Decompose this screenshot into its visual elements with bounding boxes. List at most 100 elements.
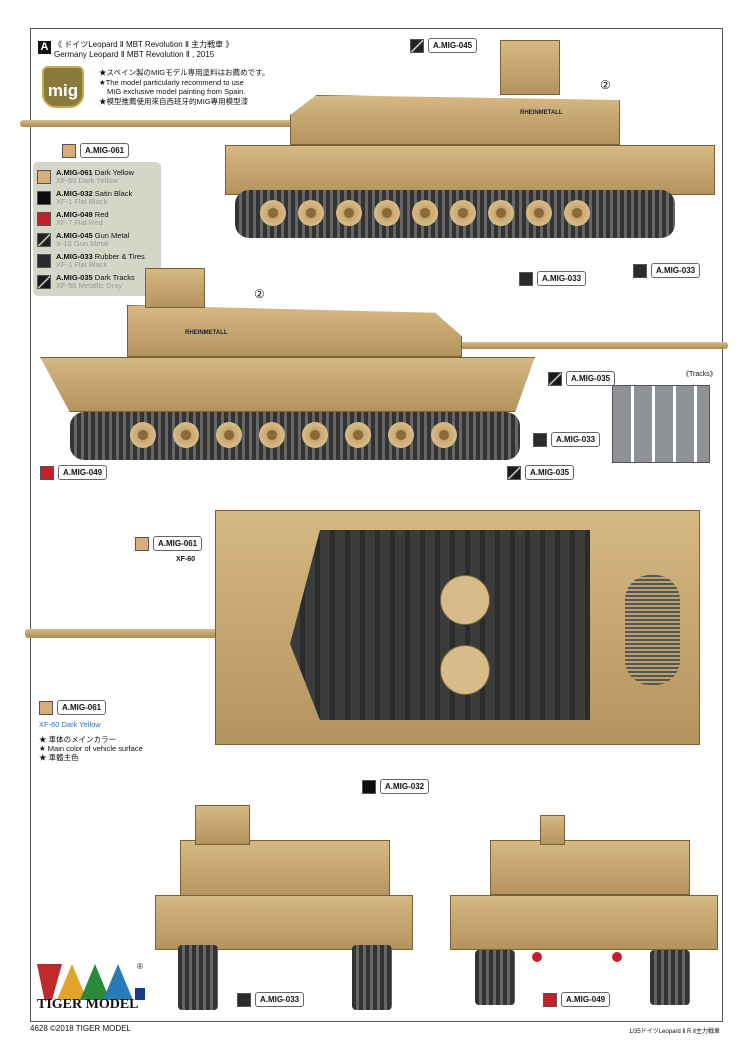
main-color-note: XF-60 Dark Yellow ★ 車体のメインカラー ★ Main col… xyxy=(39,720,143,762)
color-swatch xyxy=(37,169,51,184)
paint-callout: A.MIG-049 xyxy=(543,992,611,1007)
color-swatch xyxy=(37,274,51,289)
paint-equivalent: XF-60 Dark Yellow xyxy=(56,175,118,185)
road-wheel xyxy=(173,422,199,448)
callout-label: A.MIG-033 xyxy=(651,263,701,278)
paint-code: A.MIG-045 xyxy=(56,230,93,240)
road-wheel xyxy=(374,200,400,226)
road-wheel xyxy=(130,422,156,448)
front-view-hull xyxy=(180,840,390,900)
callout-label: A.MIG-033 xyxy=(551,432,601,447)
track xyxy=(352,945,392,1010)
callout-label: A.MIG-033 xyxy=(537,271,587,286)
color-swatch xyxy=(62,143,76,158)
paint-code: A.MIG-035 xyxy=(56,272,93,282)
road-wheel xyxy=(388,422,414,448)
callout-label: A.MIG-061 xyxy=(80,143,130,158)
paint-callout: A.MIG-061 xyxy=(62,143,130,158)
callout-label: A.MIG-035 xyxy=(525,465,575,480)
paint-callout: A.MIG-033 xyxy=(237,992,305,1007)
page-title: 《 ドイツLeopard Ⅱ MBT Revolution Ⅱ 主力戦車 》 G… xyxy=(54,40,233,60)
road-wheel xyxy=(564,200,590,226)
color-swatch xyxy=(533,432,547,447)
title-en: Germany Leopard Ⅱ MBT Revolution Ⅱ , 201… xyxy=(54,50,215,59)
color-swatch xyxy=(37,253,51,268)
mig-logo: mig xyxy=(42,66,84,108)
decal: RHEINMETALL xyxy=(520,110,563,116)
gun-barrel xyxy=(20,120,310,127)
note-line: ★ 車体のメインカラー xyxy=(39,735,117,744)
paint-equivalent: XF-7 Flat Red xyxy=(56,217,103,227)
paint-equivalent: X-10 Gun Metal xyxy=(56,238,109,248)
tracks-label: 《Tracks》 xyxy=(682,371,717,378)
tiger-model-logo xyxy=(37,964,147,1006)
color-swatch xyxy=(410,38,424,53)
sight-module xyxy=(145,268,205,308)
color-swatch xyxy=(39,700,53,715)
road-wheel xyxy=(298,200,324,226)
paint-code: A.MIG-061 xyxy=(56,167,93,177)
registered-mark: ® xyxy=(137,962,143,971)
marker-2: ② xyxy=(600,78,611,92)
footer-right: 1/35ドイツLeopard Ⅱ R Ⅱ主力戦車 xyxy=(629,1029,720,1035)
sight-module xyxy=(500,40,560,95)
footer-left: 4628 ©2018 TIGER MODEL xyxy=(30,1024,131,1033)
callout-label: A.MIG-035 xyxy=(566,371,616,386)
paint-callout: A.MIG-045 xyxy=(410,38,478,53)
page-frame xyxy=(30,28,723,1022)
recommendation-text: ★スペイン製のMIGモデル専用塗料はお薦めです。 ★The model part… xyxy=(99,68,269,106)
color-swatch xyxy=(40,465,54,480)
rec-line: ★スペイン製のMIGモデル専用塗料はお薦めです。 xyxy=(99,68,270,77)
paint-callout: A.MIG-061 xyxy=(135,536,203,551)
note-line: ★ Main color of vehicle surface xyxy=(39,744,143,753)
paint-equivalent: XF-1 Flat Black xyxy=(56,196,108,206)
paint-equivalent: XF-56 Metallic Gray xyxy=(56,280,123,290)
road-wheel xyxy=(336,200,362,226)
gun-barrel xyxy=(25,629,265,638)
tail-light xyxy=(612,952,622,962)
track xyxy=(650,950,690,1005)
callout-label: A.MIG-045 xyxy=(428,38,478,53)
paint-callout: A.MIG-033 xyxy=(633,263,701,278)
rear-turret xyxy=(540,815,565,845)
callout-label: A.MIG-061 xyxy=(153,536,203,551)
paint-callout: A.MIG-033 xyxy=(533,432,601,447)
callout-label: A.MIG-049 xyxy=(58,465,108,480)
road-wheel xyxy=(488,200,514,226)
callout-label: A.MIG-032 xyxy=(380,779,430,794)
paint-name: Red xyxy=(94,209,109,219)
marker-2: ② xyxy=(254,287,265,301)
turret-side xyxy=(290,95,620,145)
track xyxy=(475,950,515,1005)
track-links-detail xyxy=(612,385,710,463)
rear-view-body xyxy=(450,895,718,950)
hatch xyxy=(440,645,490,695)
tail-light xyxy=(532,952,542,962)
paint-name: Dark Tracks xyxy=(94,272,135,282)
color-swatch xyxy=(362,779,376,794)
paint-code: A.MIG-032 xyxy=(56,188,93,198)
paint-name: Rubber & Tires xyxy=(94,251,145,261)
road-wheel xyxy=(526,200,552,226)
road-wheel xyxy=(412,200,438,226)
paint-code: A.MIG-049 xyxy=(56,209,93,219)
color-swatch xyxy=(135,536,149,551)
paint-callout: A.MIG-033 xyxy=(519,271,587,286)
paint-code: A.MIG-033 xyxy=(56,251,93,261)
color-swatch xyxy=(237,992,251,1007)
note-line: ★ 車體主色 xyxy=(39,753,79,762)
rec-line: ★The model particularly recommend to use xyxy=(99,77,244,87)
brand-name: TIGER MODEL xyxy=(37,997,139,1012)
hull-side xyxy=(225,145,715,195)
road-wheel xyxy=(216,422,242,448)
color-swatch xyxy=(37,211,51,226)
road-wheel xyxy=(450,200,476,226)
hull-side xyxy=(40,357,535,412)
color-swatch xyxy=(507,465,521,480)
paint-callout: A.MIG-035 xyxy=(507,465,575,480)
